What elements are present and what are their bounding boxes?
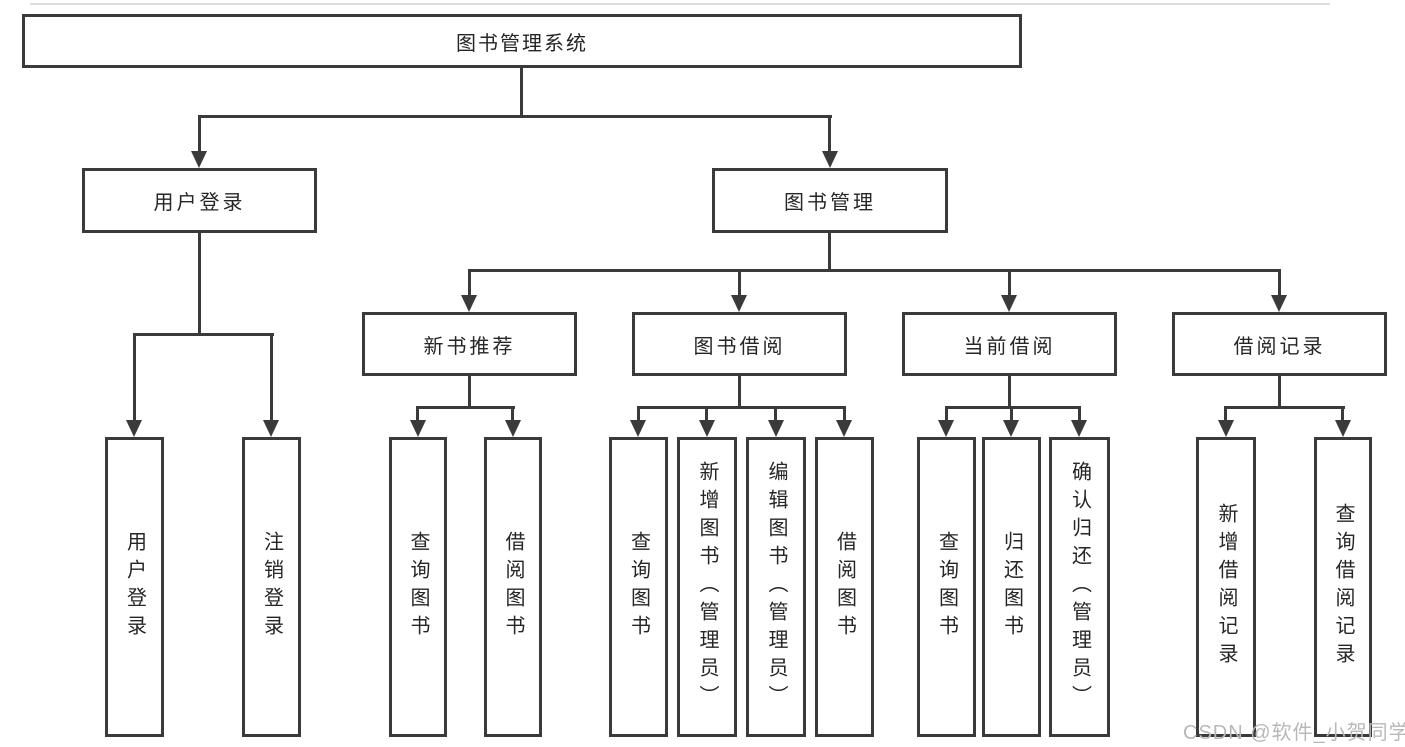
leaf-edit-book-admin: 编辑图书（管理员） [746,437,806,737]
node-book-management: 图书管理 [712,168,948,233]
node-borrowing-records: 借阅记录 [1172,312,1387,376]
connector-stem-leaf [270,333,273,421]
connector-current-borrowing-stub [1008,376,1011,409]
connector-root-stub [520,68,523,118]
leaf-query-books-borrowing: 查询图书 [609,437,668,737]
node-label: 图书管理 [784,192,876,214]
leaf-borrow-books-borrowing: 借阅图书 [815,437,874,737]
node-label: 新增图书（管理员） [696,461,718,713]
node-label: 新增借阅记录 [1215,503,1237,671]
leaf-query-borrow-record: 查询借阅记录 [1314,437,1372,737]
connector-stem-leaf [945,406,948,423]
leaf-add-book-admin: 新增图书（管理员） [677,437,737,737]
leaf-user-login: 用户登录 [105,437,164,737]
node-label: 图书管理系统 [456,32,588,55]
node-label: 新书推荐 [423,335,516,358]
arrow-down-icon [1003,420,1019,437]
top-divider-line [30,3,1330,5]
connector-stem-leaf [1078,406,1081,423]
connector-stem-new-book [468,269,471,296]
connector-group5-horizontal [1224,406,1345,409]
arrow-down-icon [938,420,954,437]
connector-stem-borrowing-records [1278,269,1281,296]
leaf-confirm-return-admin: 确认归还（管理员） [1049,437,1110,737]
node-label: 查询图书 [935,531,958,643]
connector-stem-leaf [416,406,419,423]
node-label: 归还图书 [1000,531,1023,643]
csdn-watermark: CSDN @软件_小贺同学 [1183,722,1405,744]
arrow-down-icon [731,295,747,312]
node-label: 借阅图书 [833,531,856,643]
arrow-down-icon [1271,295,1287,312]
arrow-down-icon [699,420,715,437]
node-current-borrowing: 当前借阅 [902,312,1117,376]
connector-group1-horizontal [133,333,274,336]
leaf-query-books-current: 查询图书 [917,437,976,737]
node-label: 当前借阅 [963,335,1056,358]
arrow-down-icon [461,295,477,312]
connector-level1-horizontal [198,115,832,118]
connector-book-management-stub [828,233,831,272]
arrow-down-icon [1001,295,1017,312]
arrow-down-icon [630,420,646,437]
connector-stem-leaf [1341,406,1344,423]
connector-stem-book-management [828,115,831,152]
node-label: 用户登录 [153,192,246,214]
arrow-down-icon [191,151,207,168]
connector-user-login-stub [198,233,201,335]
leaf-add-borrow-record: 新增借阅记录 [1196,437,1256,737]
node-label: 查询图书 [407,531,429,643]
node-label: 注销登录 [260,531,283,643]
connector-stem-user-login [198,115,201,152]
connector-stem-leaf [133,333,136,421]
node-label: 查询图书 [627,531,650,643]
connector-stem-leaf [511,406,514,423]
leaf-return-books: 归还图书 [982,437,1041,737]
node-label: 图书借阅 [693,335,786,358]
connector-stem-leaf [1010,406,1013,423]
arrow-down-icon [1335,420,1351,437]
arrow-down-icon [505,420,521,437]
connector-group2-horizontal [416,406,515,409]
arrow-down-icon [1071,420,1087,437]
leaf-query-books-recommend: 查询图书 [389,437,447,737]
node-user-login: 用户登录 [82,168,317,233]
node-label: 查询借阅记录 [1332,503,1354,671]
leaf-borrow-books-recommend: 借阅图书 [484,437,542,737]
node-label: 借阅图书 [502,531,524,643]
arrow-down-icon [410,420,426,437]
arrow-down-icon [263,420,279,437]
node-root: 图书管理系统 [22,14,1022,68]
connector-new-book-stub [468,376,471,409]
connector-stem-leaf [705,406,708,423]
connector-group4-horizontal [945,406,1081,409]
arrow-down-icon [822,151,838,168]
connector-stem-leaf [637,406,640,423]
connector-level2-horizontal [468,269,1281,272]
connector-stem-current-borrowing [1008,269,1011,296]
connector-book-borrowing-stub [738,376,741,409]
connector-group3-horizontal [637,406,846,409]
arrow-down-icon [1218,420,1234,437]
leaf-logout: 注销登录 [242,437,301,737]
connector-stem-leaf [1224,406,1227,423]
connector-stem-leaf [774,406,777,423]
connector-stem-book-borrowing [738,269,741,296]
arrow-down-icon [126,420,142,437]
arrow-down-icon [836,420,852,437]
node-new-book-recommendation: 新书推荐 [362,312,577,376]
node-label: 编辑图书（管理员） [765,461,787,713]
arrow-down-icon [768,420,784,437]
node-book-borrowing: 图书借阅 [632,312,847,376]
connector-stem-leaf [843,406,846,423]
connector-borrowing-records-stub [1278,376,1281,409]
node-label: 确认归还（管理员） [1068,461,1091,713]
node-label: 借阅记录 [1233,335,1326,358]
node-label: 用户登录 [123,531,146,643]
